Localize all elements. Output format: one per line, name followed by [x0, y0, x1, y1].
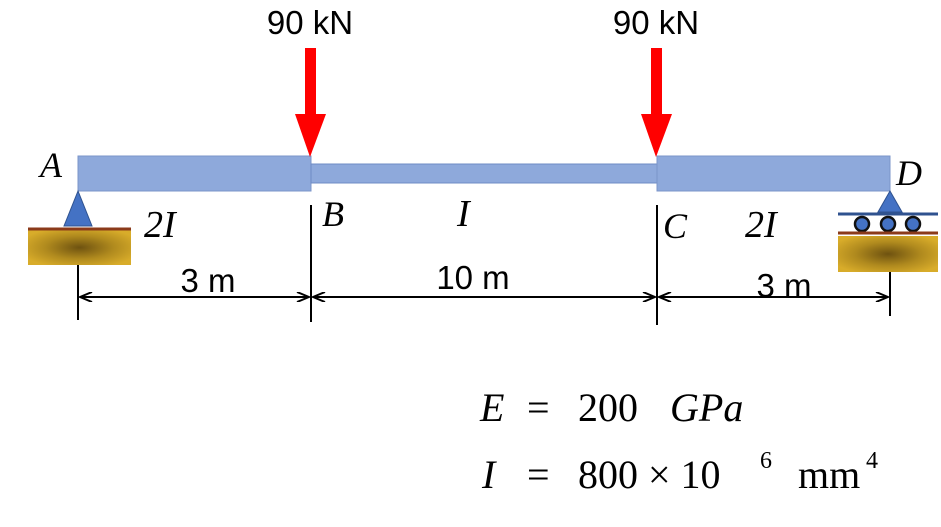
i-equals: = — [527, 452, 550, 497]
roller-support-d — [838, 189, 938, 272]
point-label-c: C — [663, 206, 688, 246]
point-label-d: D — [895, 153, 922, 193]
e-unit: GPa — [670, 385, 743, 430]
load-label-c: 90 kN — [613, 4, 699, 41]
i-unit: mm — [798, 452, 860, 497]
load-label-b: 90 kN — [267, 4, 353, 41]
i-exponent: 6 — [760, 448, 772, 474]
moment-label-bc: I — [456, 193, 472, 235]
moment-of-inertia-equation: I = 800 × 10 6 mm 4 — [481, 448, 878, 497]
moment-label-ab: 2I — [144, 204, 178, 246]
length-label-cd: 3 m — [756, 267, 811, 304]
point-label-a: A — [38, 145, 63, 185]
beam-segment-bc — [310, 163, 658, 184]
load-arrow-b — [295, 48, 326, 157]
pin-support-a — [28, 189, 131, 265]
point-label-b: B — [322, 194, 344, 234]
length-label-bc: 10 m — [436, 259, 509, 296]
length-label-ab: 3 m — [180, 262, 235, 299]
e-symbol: E — [479, 385, 504, 430]
i-unit-exponent: 4 — [866, 448, 878, 474]
i-symbol: I — [481, 452, 497, 497]
e-value: 200 — [578, 385, 638, 430]
load-arrow-c — [641, 48, 672, 157]
e-equals: = — [527, 385, 550, 430]
beam-segment-ab — [77, 155, 312, 192]
beam-segment-cd — [656, 155, 891, 192]
moment-label-cd: 2I — [745, 204, 779, 246]
elastic-modulus-equation: E = 200 GPa — [479, 385, 743, 430]
i-value: 800 × 10 — [578, 452, 721, 497]
